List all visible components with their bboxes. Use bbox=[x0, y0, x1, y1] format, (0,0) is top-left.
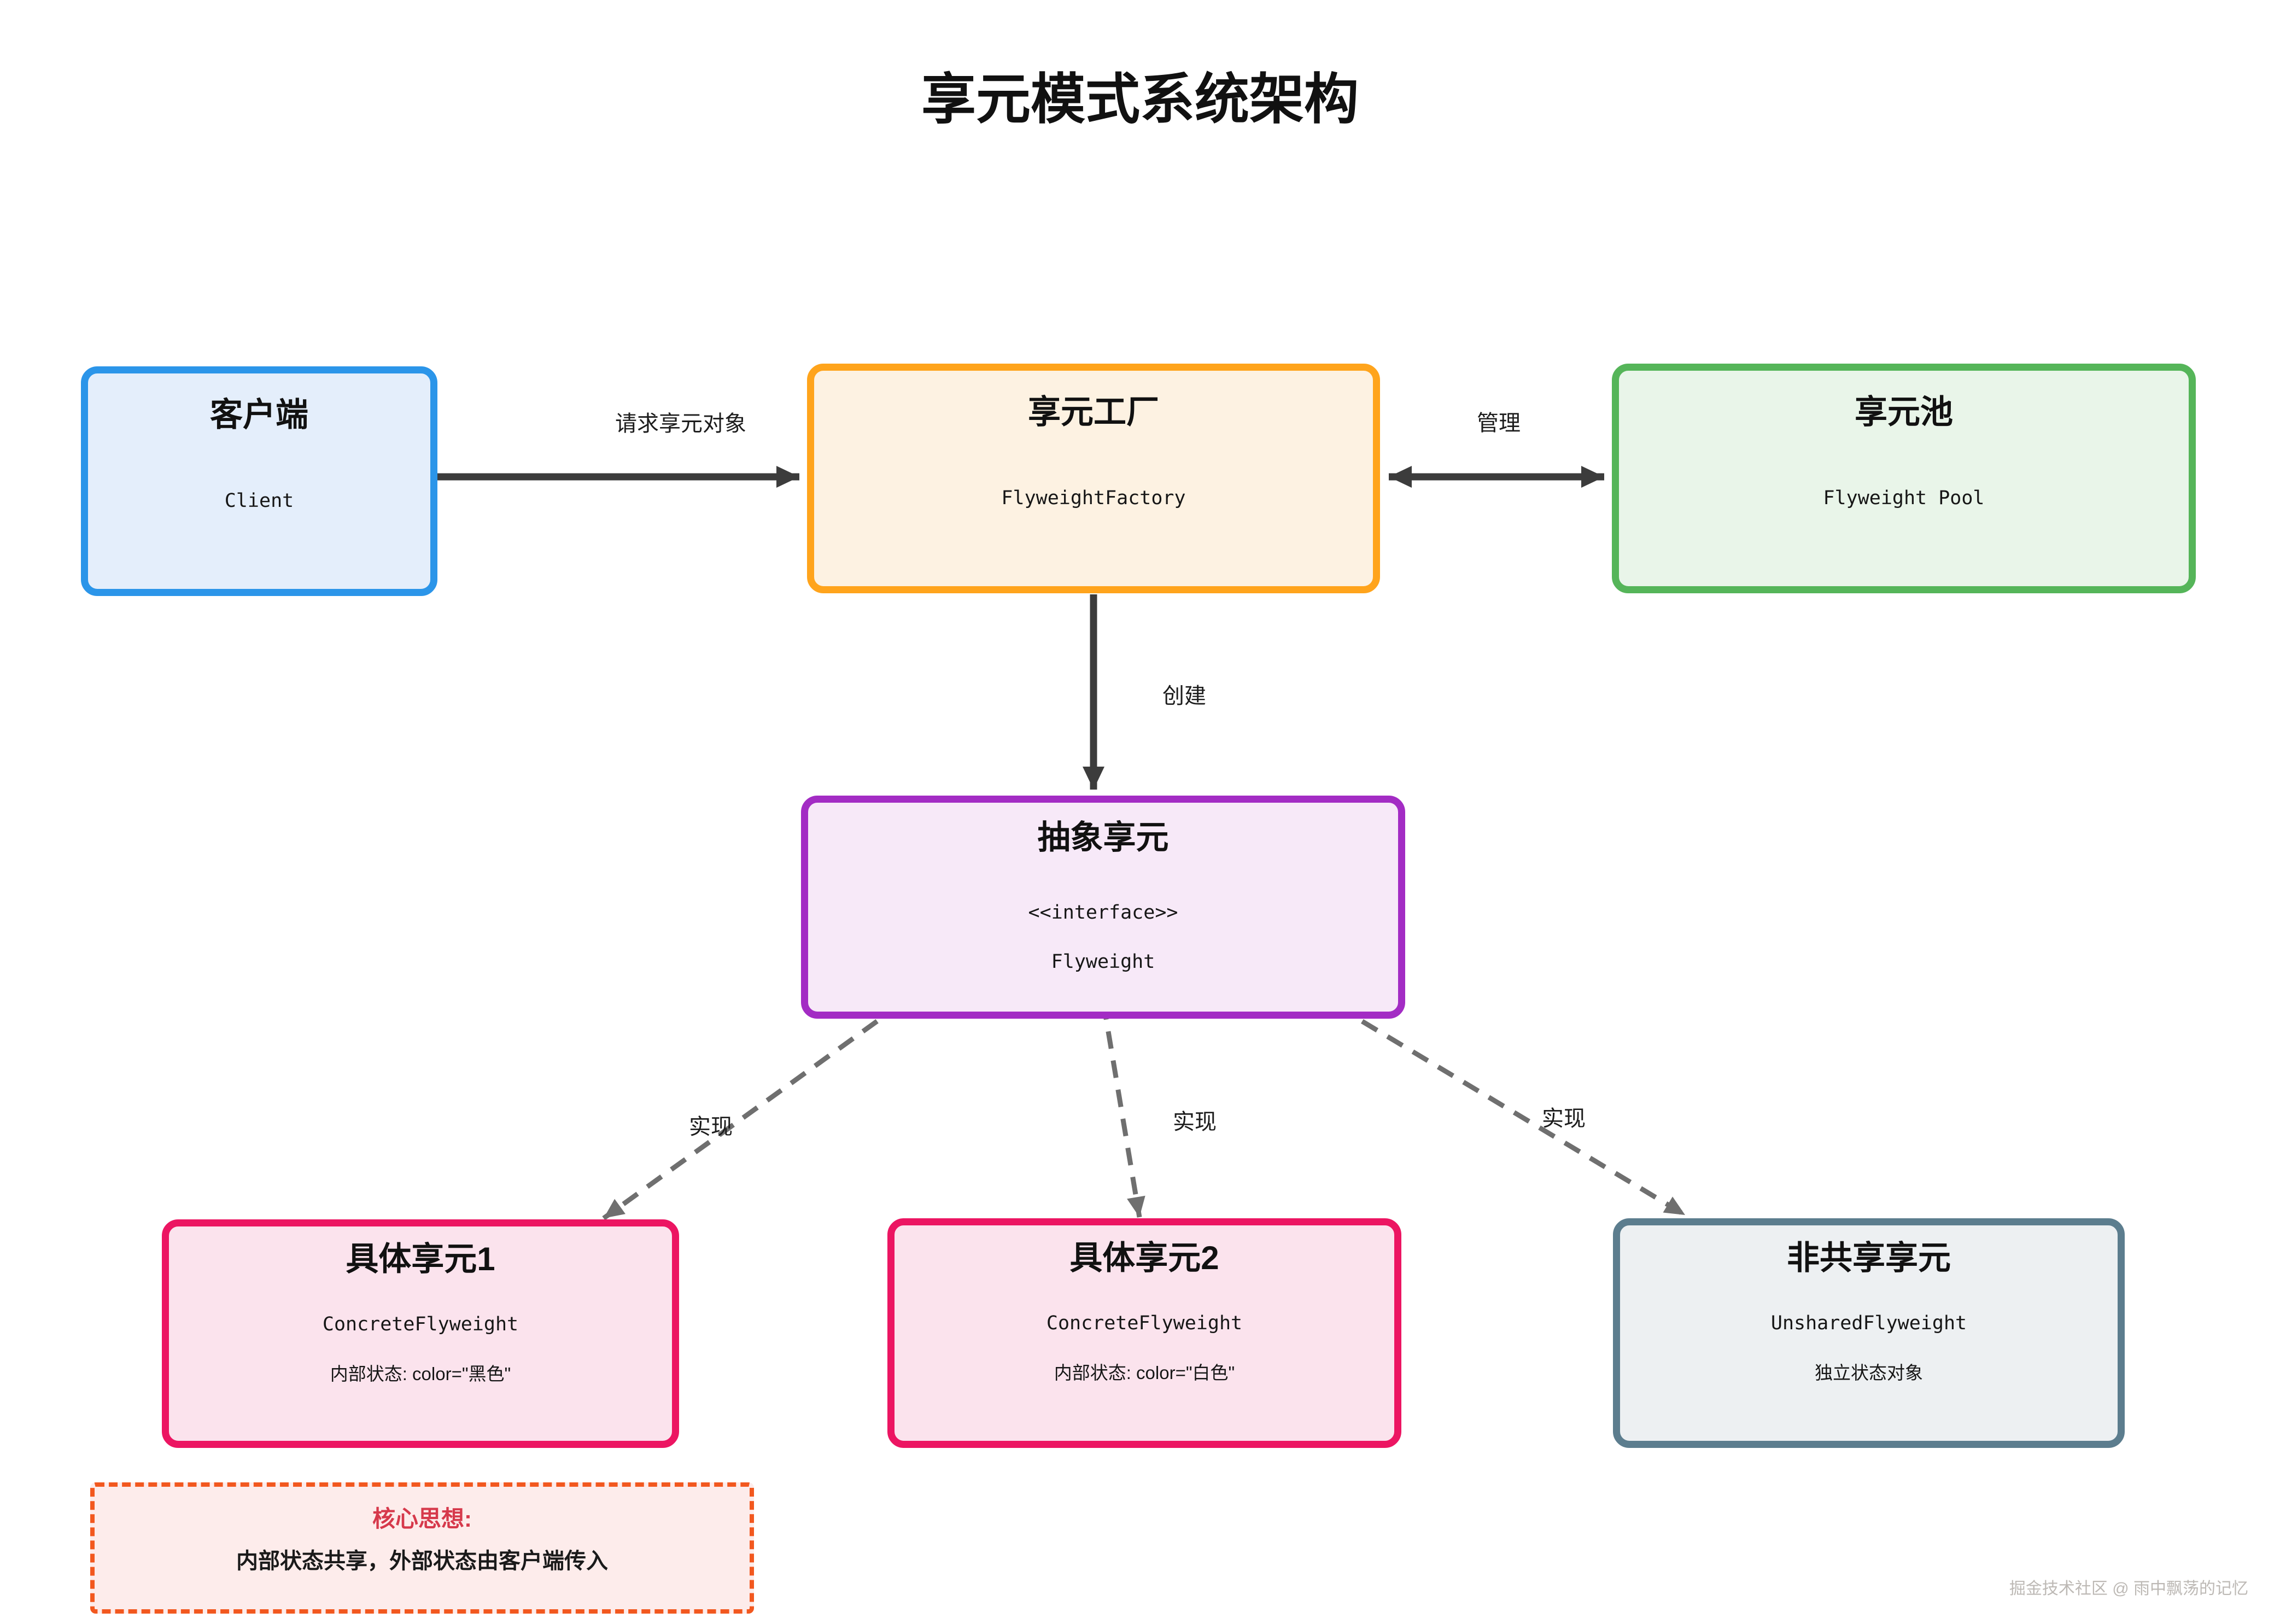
core-idea-body: 内部状态共享，外部状态由客户端传入 bbox=[236, 1549, 608, 1574]
edge-label-manage: 管理 bbox=[1477, 411, 1521, 435]
node-pool: 享元池 Flyweight Pool bbox=[1612, 364, 2196, 593]
edge-label-create: 创建 bbox=[1162, 684, 1206, 708]
core-idea-note: 核心思想: 内部状态共享，外部状态由客户端传入 bbox=[90, 1482, 754, 1614]
node-pool-title: 享元池 bbox=[1855, 394, 1953, 430]
node-concrete1-subtitle: ConcreteFlyweight bbox=[322, 1313, 519, 1335]
node-unshared-state: 独立状态对象 bbox=[1815, 1363, 1923, 1383]
node-client-subtitle: Client bbox=[224, 490, 294, 512]
node-unshared-subtitle: UnsharedFlyweight bbox=[1770, 1312, 1967, 1334]
node-concrete1-state: 内部状态: color="黑色" bbox=[330, 1364, 511, 1384]
node-unshared-title: 非共享享元 bbox=[1787, 1240, 1951, 1276]
node-pool-subtitle: Flyweight Pool bbox=[1823, 487, 1985, 509]
node-factory-subtitle: FlyweightFactory bbox=[1001, 487, 1186, 509]
page-title: 享元模式系统架构 bbox=[921, 69, 1359, 130]
node-concrete-flyweight-2: 具体享元2 ConcreteFlyweight 内部状态: color="白色" bbox=[887, 1218, 1401, 1448]
edge-label-implement-1: 实现 bbox=[689, 1115, 733, 1139]
edge-implement-arrow-1 bbox=[602, 1002, 903, 1220]
node-concrete1-title: 具体享元1 bbox=[346, 1241, 495, 1277]
node-concrete2-subtitle: ConcreteFlyweight bbox=[1046, 1312, 1243, 1334]
node-unshared-flyweight: 非共享享元 UnsharedFlyweight 独立状态对象 bbox=[1613, 1218, 2125, 1448]
node-abstract-subtitle: Flyweight bbox=[1051, 951, 1155, 973]
edge-implement-arrow-3 bbox=[1335, 1004, 1687, 1217]
edge-implement-arrow-2 bbox=[1101, 1002, 1145, 1218]
node-factory-title: 享元工厂 bbox=[1028, 394, 1159, 430]
node-concrete-flyweight-1: 具体享元1 ConcreteFlyweight 内部状态: color="黑色" bbox=[162, 1219, 679, 1448]
node-client-title: 客户端 bbox=[210, 396, 308, 433]
node-factory: 享元工厂 FlyweightFactory bbox=[807, 364, 1380, 593]
node-abstract-flyweight: 抽象享元 <<interface>> Flyweight bbox=[801, 796, 1405, 1019]
core-idea-title: 核心思想: bbox=[372, 1506, 472, 1532]
node-abstract-stereotype: <<interface>> bbox=[1028, 902, 1178, 924]
edge-label-implement-3: 实现 bbox=[1542, 1107, 1586, 1131]
node-abstract-title: 抽象享元 bbox=[1037, 819, 1169, 856]
edge-label-implement-2: 实现 bbox=[1173, 1110, 1217, 1134]
watermark: 掘金技术社区 @ 雨中飘荡的记忆 bbox=[2009, 1580, 2248, 1598]
node-client: 客户端 Client bbox=[81, 366, 437, 596]
edge-label-request: 请求享元对象 bbox=[615, 412, 746, 436]
node-concrete2-title: 具体享元2 bbox=[1069, 1240, 1219, 1276]
node-concrete2-state: 内部状态: color="白色" bbox=[1054, 1363, 1235, 1383]
